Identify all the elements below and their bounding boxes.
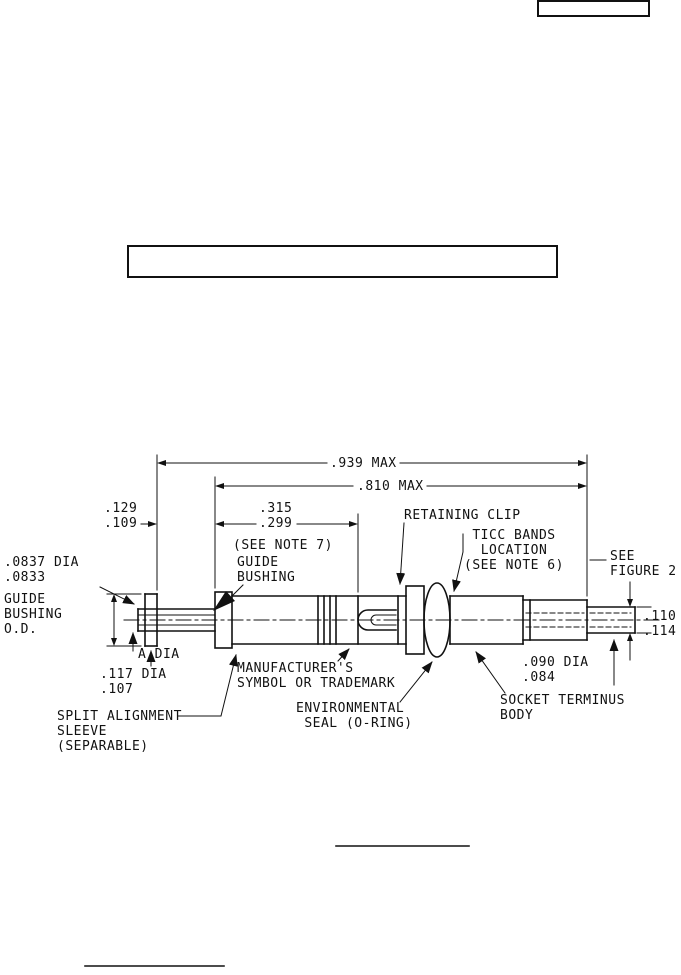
dim-129-109: .129 .109 <box>104 501 138 531</box>
label-split-alignment-sleeve: SPLIT ALIGNMENT SLEEVE (SEPARABLE) <box>57 709 182 754</box>
dim-090-084: .090 DIA .084 <box>522 655 589 685</box>
label-socket-terminus-body: SOCKET TERMINUS BODY <box>500 693 625 723</box>
dim-overall-max: .939 MAX <box>330 456 397 471</box>
part-outline <box>137 582 636 658</box>
leader-lines <box>99 522 619 717</box>
title-box <box>127 245 558 278</box>
label-guide-bushing-od: GUIDE BUSHING O.D. <box>4 592 63 637</box>
label-environmental-seal: ENVIRONMENTAL SEAL (O-RING) <box>296 701 413 731</box>
dim-117-107: .117 DIA .107 <box>100 667 167 697</box>
label-manufacturers-symbol: MANUFACTURER'S SYMBOL OR TRADEMARK <box>237 661 396 691</box>
dimension-lines <box>113 462 631 661</box>
dim-0837-0833: .0837 DIA .0833 <box>4 555 79 585</box>
guide-bushing-arrow <box>213 591 235 611</box>
extension-lines <box>106 454 652 647</box>
dim-315-299: .315 .299 <box>259 501 293 531</box>
dim-110-114: .110 .114 <box>643 609 677 639</box>
dimension-arrows <box>111 460 633 646</box>
dim-a-dia: A DIA <box>138 647 180 662</box>
see-note-7: (SEE NOTE 7) <box>233 538 333 553</box>
top-right-box <box>537 0 650 17</box>
label-ticc-bands: TICC BANDS LOCATION (SEE NOTE 6) <box>464 528 564 573</box>
label-see-figure-2: SEE FIGURE 2 <box>610 549 677 579</box>
dim-body-max: .810 MAX <box>357 479 424 494</box>
label-retaining-clip: RETAINING CLIP <box>404 508 521 523</box>
part-inner-lines <box>137 612 632 628</box>
label-guide-bushing: GUIDE BUSHING <box>237 555 296 585</box>
